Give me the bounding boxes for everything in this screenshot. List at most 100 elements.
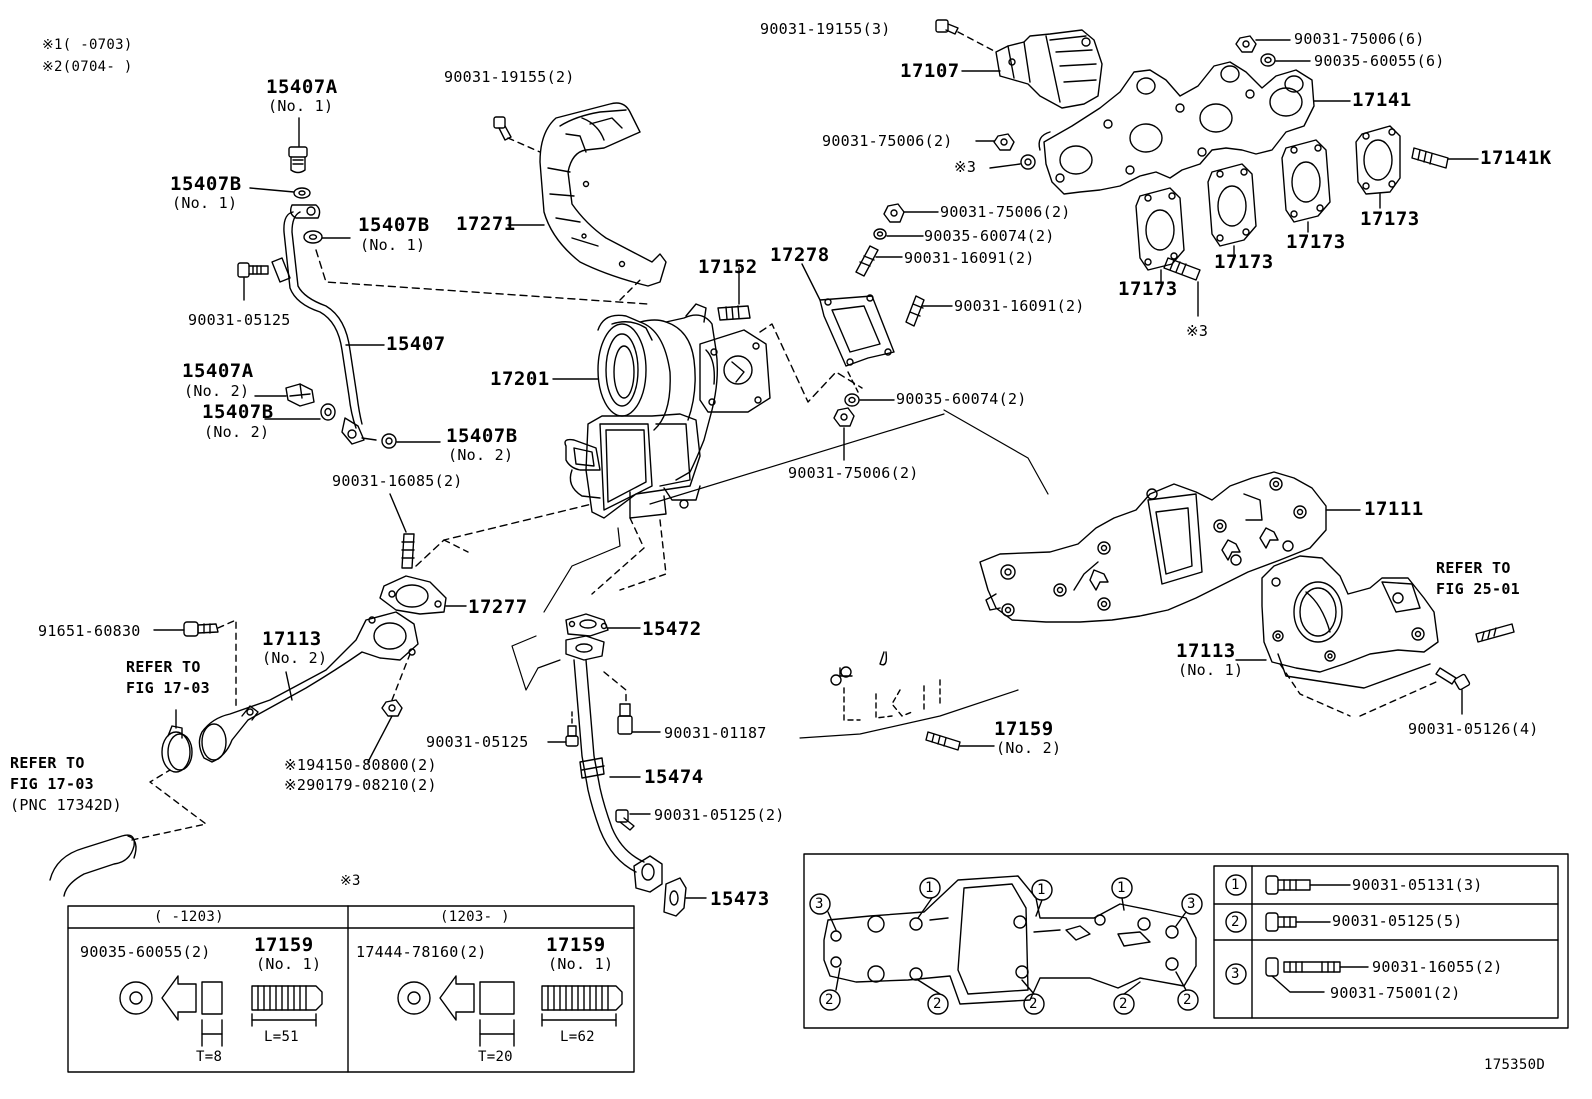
part-label-17141[interactable]: 17141 bbox=[1352, 89, 1412, 111]
gasket-17173 bbox=[1135, 125, 1401, 283]
part-label-17277[interactable]: 17277 bbox=[468, 596, 528, 618]
part-label-90031-16085[interactable]: 90031-16085(2) bbox=[332, 472, 463, 490]
inset-stud-variants bbox=[67, 905, 635, 1073]
part-label-15474[interactable]: 15474 bbox=[644, 766, 704, 788]
part-label-90031-75006-6[interactable]: 90031-75006(6) bbox=[1294, 30, 1425, 48]
table-callout-3: 3 bbox=[1231, 966, 1240, 982]
heat-insulator-17271 bbox=[493, 102, 667, 287]
part-label-15472[interactable]: 15472 bbox=[642, 618, 702, 640]
part-label-90031-05125-5[interactable]: 90031-05125(5) bbox=[1332, 912, 1463, 930]
refer-to-fig-25-01[interactable]: REFER TO bbox=[1436, 559, 1511, 577]
part-label-17271[interactable]: 17271 bbox=[456, 213, 516, 235]
part-label-90031-05125-b[interactable]: 90031-05125 bbox=[426, 733, 529, 751]
part-sublabel: (No. 1) bbox=[548, 955, 614, 973]
part-label-90031-01187[interactable]: 90031-01187 bbox=[664, 724, 767, 742]
refer-to-fig-17-03-a[interactable]: REFER TO bbox=[126, 658, 201, 676]
callout-number: 2 bbox=[1119, 996, 1128, 1012]
part-label-15473[interactable]: 15473 bbox=[710, 888, 770, 910]
hose-clamp-icon bbox=[161, 709, 193, 773]
bolt-icon bbox=[935, 19, 959, 35]
bolt-icon bbox=[603, 671, 661, 735]
callout-number: 1 bbox=[1037, 882, 1046, 898]
part-label-90031-16055[interactable]: 90031-16055(2) bbox=[1372, 958, 1503, 976]
part-label-91651-60830[interactable]: 91651-60830 bbox=[38, 622, 141, 640]
refer-pnc[interactable]: (PNC 17342D) bbox=[10, 796, 122, 814]
part-label-17173[interactable]: 17173 bbox=[1118, 278, 1178, 300]
note-variant-2: ※2(0704- ) bbox=[42, 59, 133, 75]
part-label-17278[interactable]: 17278 bbox=[770, 244, 830, 266]
part-label-15407A-no2[interactable]: 15407A bbox=[182, 360, 254, 382]
part-label-17444-78160[interactable]: 17444-78160(2) bbox=[356, 943, 487, 961]
part-sublabel: (No. 2) bbox=[996, 739, 1062, 757]
refer-to-fig-25-01-fig[interactable]: FIG 25-01 bbox=[1436, 580, 1520, 598]
part-label-17107[interactable]: 17107 bbox=[900, 60, 960, 82]
refer-to-fig-17-03-b[interactable]: REFER TO bbox=[10, 754, 85, 772]
stud-bolt-icon bbox=[1475, 623, 1515, 643]
part-label-90035-60074-2b[interactable]: 90035-60074(2) bbox=[896, 390, 1027, 408]
part-label-90031-16091-2a[interactable]: 90031-16091(2) bbox=[904, 249, 1035, 267]
part-label-194150-80800[interactable]: ※194150-80800(2) bbox=[284, 756, 437, 774]
bolt-icon bbox=[237, 262, 269, 278]
part-sublabel: (No. 2) bbox=[262, 649, 328, 667]
part-label-90031-05125-c[interactable]: 90031-05125(2) bbox=[654, 806, 785, 824]
part-label-15407A-no1[interactable]: 15407A bbox=[266, 76, 338, 98]
part-label-17201[interactable]: 17201 bbox=[490, 368, 550, 390]
part-label-17159-no2[interactable]: 17159 bbox=[994, 718, 1054, 740]
part-label-17159-no1[interactable]: 17159 bbox=[546, 934, 606, 956]
figure-number: 175350D bbox=[1484, 1057, 1546, 1073]
part-label-17173[interactable]: 17173 bbox=[1360, 208, 1420, 230]
part-label-15407[interactable]: 15407 bbox=[386, 333, 446, 355]
part-label-17173[interactable]: 17173 bbox=[1286, 231, 1346, 253]
stud-and-nut-icon bbox=[1265, 957, 1369, 993]
callout-number: 2 bbox=[825, 992, 834, 1008]
part-label-15407B-no2[interactable]: 15407B bbox=[202, 401, 274, 423]
refer-to-fig-17-03-a-fig[interactable]: FIG 17-03 bbox=[126, 679, 210, 697]
callout-number: 2 bbox=[933, 996, 942, 1012]
inset-bolt-layout bbox=[803, 853, 1569, 1029]
bolt-icon bbox=[153, 621, 219, 637]
bolt-icon bbox=[1265, 912, 1331, 932]
part-label-17113-no1[interactable]: 17113 bbox=[1176, 640, 1236, 662]
part-label-90031-75001[interactable]: 90031-75001(2) bbox=[1330, 984, 1461, 1002]
stud-bolt-icon bbox=[1163, 147, 1479, 317]
oil-return-pipe-15474 bbox=[565, 613, 663, 893]
part-label-15407B-no2[interactable]: 15407B bbox=[446, 425, 518, 447]
length-label: L=62 bbox=[560, 1029, 595, 1045]
intake-manifold-17111 bbox=[979, 471, 1361, 623]
callout-number: 1 bbox=[925, 880, 934, 896]
part-sublabel: (No. 1) bbox=[268, 97, 334, 115]
part-label-90035-60055-2[interactable]: 90035-60055(2) bbox=[80, 943, 211, 961]
part-label-15407B-no1[interactable]: 15407B bbox=[358, 214, 430, 236]
refer-to-fig-17-03-b-fig[interactable]: FIG 17-03 bbox=[10, 775, 94, 793]
part-label-90031-05125[interactable]: 90031-05125 bbox=[188, 311, 291, 329]
part-label-17173[interactable]: 17173 bbox=[1214, 251, 1274, 273]
part-label-17111[interactable]: 17111 bbox=[1364, 498, 1424, 520]
callout-number: 3 bbox=[815, 896, 824, 912]
part-label-90031-16091-2b[interactable]: 90031-16091(2) bbox=[954, 297, 1085, 315]
callout-number: 2 bbox=[1029, 996, 1038, 1012]
part-label-90035-60055-6[interactable]: 90035-60055(6) bbox=[1314, 52, 1445, 70]
callout-circles bbox=[809, 877, 1203, 1015]
part-label-17152[interactable]: 17152 bbox=[698, 256, 758, 278]
part-label-17159-no1[interactable]: 17159 bbox=[254, 934, 314, 956]
stud-17152 bbox=[717, 267, 751, 321]
union-bolt-icon bbox=[285, 383, 315, 407]
callout-number: 3 bbox=[1187, 896, 1196, 912]
part-label-90031-75006-2c[interactable]: 90031-75006(2) bbox=[788, 464, 919, 482]
part-label-90031-05131[interactable]: 90031-05131(3) bbox=[1352, 876, 1483, 894]
part-label-90031-05126[interactable]: 90031-05126(4) bbox=[1408, 720, 1539, 738]
part-label-90031-75006-2b[interactable]: 90031-75006(2) bbox=[940, 203, 1071, 221]
part-label-90031-75006-2a[interactable]: 90031-75006(2) bbox=[822, 132, 953, 150]
intake-pipe-17113-no1 bbox=[1235, 555, 1439, 717]
inset-col-head-right: (1203- ) bbox=[440, 909, 510, 925]
part-label-290179-08210[interactable]: ※290179-08210(2) bbox=[284, 776, 437, 794]
part-label-90031-19155-3[interactable]: 90031-19155(3) bbox=[760, 20, 891, 38]
part-label-17141K[interactable]: 17141K bbox=[1480, 147, 1552, 169]
part-label-15407B-no1[interactable]: 15407B bbox=[170, 173, 242, 195]
bolt-icon bbox=[1435, 667, 1471, 715]
part-label-17113-no2[interactable]: 17113 bbox=[262, 628, 322, 650]
bolt-icon bbox=[1265, 875, 1351, 895]
part-label-90031-19155-2[interactable]: 90031-19155(2) bbox=[444, 68, 575, 86]
part-label-90035-60074-2a[interactable]: 90035-60074(2) bbox=[924, 227, 1055, 245]
hose-icon bbox=[49, 834, 137, 897]
